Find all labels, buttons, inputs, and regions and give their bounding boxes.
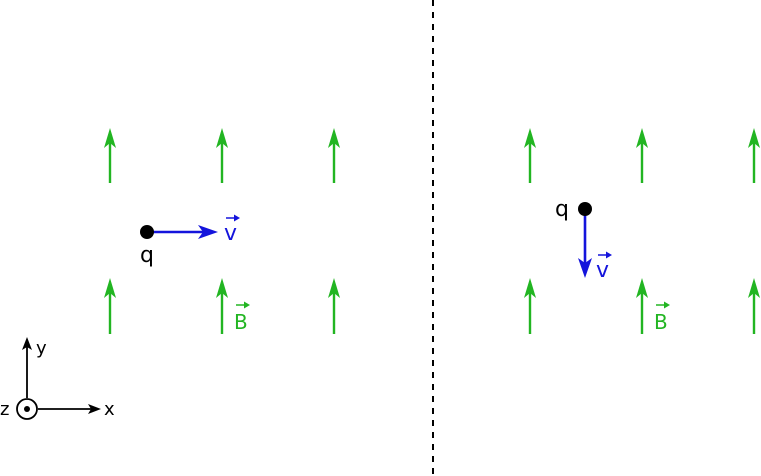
field-arrow — [748, 128, 760, 183]
left-panel: q v B — [140, 214, 250, 334]
charge-q-left — [140, 225, 154, 239]
charge-q-right — [578, 202, 592, 216]
field-arrow — [524, 278, 536, 334]
field-arrow — [328, 278, 340, 334]
svg-text:v: v — [596, 258, 609, 283]
magnetic-field-arrows — [104, 128, 760, 334]
velocity-label-right: v — [596, 251, 612, 283]
field-arrow — [636, 128, 648, 183]
field-arrow — [216, 128, 228, 183]
x-axis-arrowhead — [88, 404, 101, 414]
z-axis-dot — [24, 406, 30, 412]
velocity-arrowhead-left — [198, 225, 218, 239]
field-label-left: B — [234, 301, 250, 334]
y-axis-label: y — [36, 338, 47, 359]
field-arrow — [104, 278, 116, 334]
field-arrow — [328, 128, 340, 183]
svg-text:v: v — [224, 221, 237, 246]
field-arrow — [216, 278, 228, 334]
coordinate-axes: y x z — [0, 337, 115, 420]
svg-text:B: B — [234, 310, 248, 334]
velocity-arrowhead-right — [578, 258, 592, 278]
svg-text:B: B — [654, 310, 668, 334]
field-arrow — [748, 278, 760, 334]
field-arrow — [636, 278, 648, 334]
field-label-right: B — [654, 301, 670, 334]
charge-label-left: q — [140, 243, 154, 268]
velocity-label-left: v — [224, 214, 240, 246]
right-panel: q v B — [555, 197, 670, 334]
z-axis-label: z — [0, 399, 9, 420]
y-axis-arrowhead — [22, 337, 32, 350]
x-axis-label: x — [104, 399, 115, 420]
charge-label-right: q — [555, 197, 569, 222]
field-arrow — [524, 128, 536, 183]
field-arrow — [104, 128, 116, 183]
